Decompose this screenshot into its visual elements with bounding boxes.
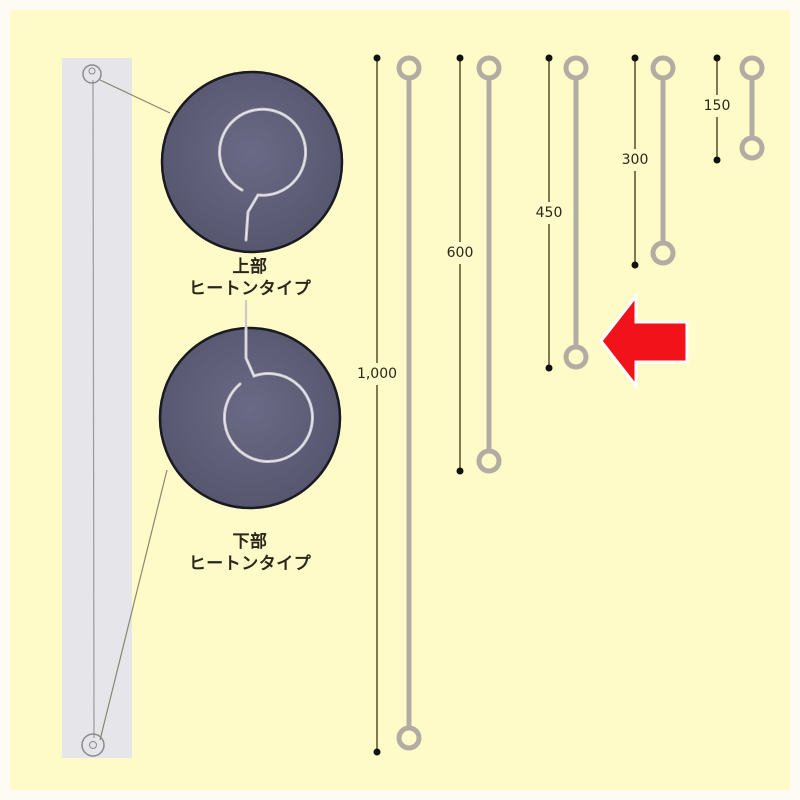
bottom-leader-line: [99, 469, 168, 741]
bottom-callout-line1: 下部: [232, 532, 268, 552]
length-label-600: 600: [446, 242, 474, 264]
length-label-150: 150: [703, 95, 731, 117]
top-callout-caption: 上部 ヒートンタイプ: [160, 256, 340, 300]
length-label-450: 450: [535, 202, 563, 224]
hanger-600: [456, 54, 502, 475]
full-length-hanger-strip: [62, 58, 132, 758]
bottom-callout-caption: 下部 ヒートンタイプ: [160, 531, 340, 575]
bottom-magnifier-circle: [158, 326, 342, 510]
top-callout-line1: 上部: [232, 257, 268, 277]
hanger-1000: [373, 54, 422, 756]
bottom-callout-line2: ヒートンタイプ: [188, 554, 312, 574]
length-label-1000: 1,000: [356, 363, 398, 385]
top-leader-line: [99, 79, 171, 114]
strip-wire: [81, 64, 105, 757]
diagram-panel: [10, 10, 790, 790]
red-arrow-icon: [599, 291, 689, 391]
hanger-450: [545, 54, 589, 372]
top-callout-line2: ヒートンタイプ: [188, 279, 312, 299]
top-magnifier-circle: [160, 70, 344, 254]
length-label-300: 300: [621, 149, 649, 171]
